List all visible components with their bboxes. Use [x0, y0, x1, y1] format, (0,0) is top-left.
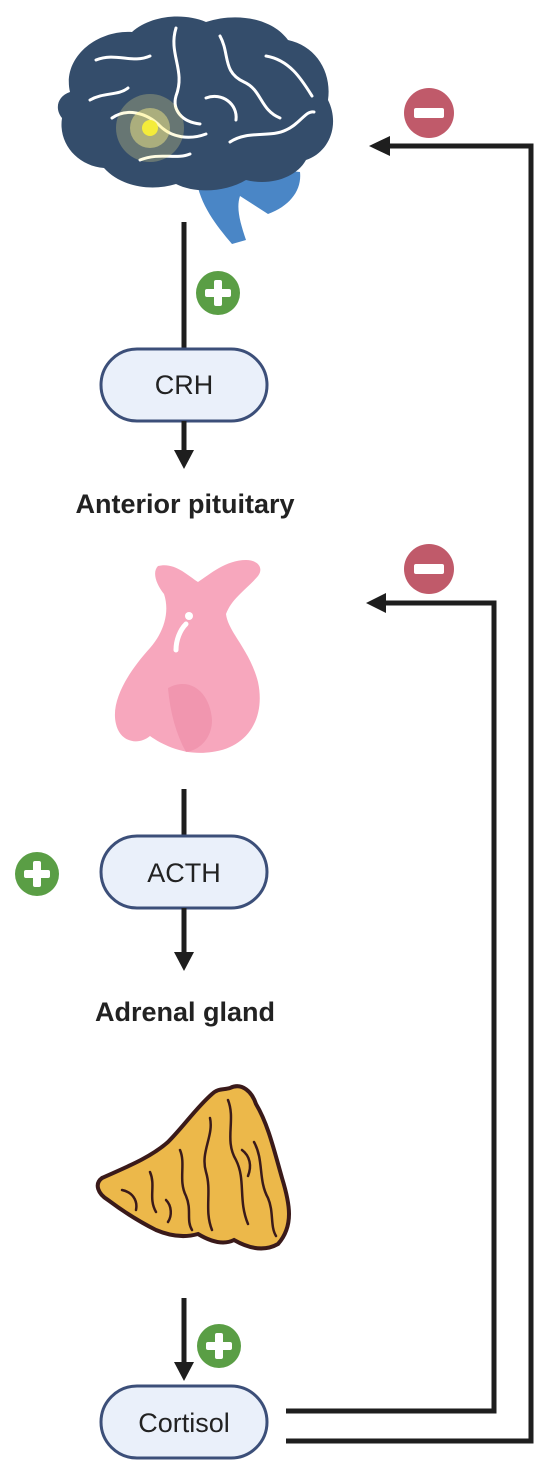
stimulate-icon-crh [196, 271, 240, 315]
acth-label: ACTH [147, 858, 221, 888]
acth-arrowhead [174, 952, 194, 971]
stimulate-icon-acth [15, 852, 59, 896]
crh-label: CRH [155, 370, 214, 400]
cortisol-label: Cortisol [138, 1408, 230, 1438]
stimulate-icon-cortisol [197, 1324, 241, 1368]
crh-node: CRH [99, 347, 269, 423]
adrenal-gland-label: Adrenal gland [95, 997, 275, 1027]
adrenal-arrowhead [174, 1362, 194, 1381]
feedback-line-pituitary [286, 600, 497, 1414]
cortisol-node: Cortisol [99, 1384, 269, 1460]
anterior-pituitary-label: Anterior pituitary [75, 489, 294, 519]
crh-arrowhead [174, 450, 194, 469]
feedback-arrowhead-pituitary [366, 593, 386, 613]
adrenal-gland-icon [95, 1084, 291, 1251]
brain-icon [57, 16, 334, 244]
feedback-line-hypothalamus [286, 143, 534, 1444]
feedback-arrowhead-hypothalamus [369, 136, 390, 156]
inhibit-icon-hypothalamus [404, 88, 454, 138]
pituitary-gland-icon [114, 560, 261, 753]
inhibit-icon-pituitary [404, 544, 454, 594]
acth-node: ACTH [99, 834, 269, 910]
